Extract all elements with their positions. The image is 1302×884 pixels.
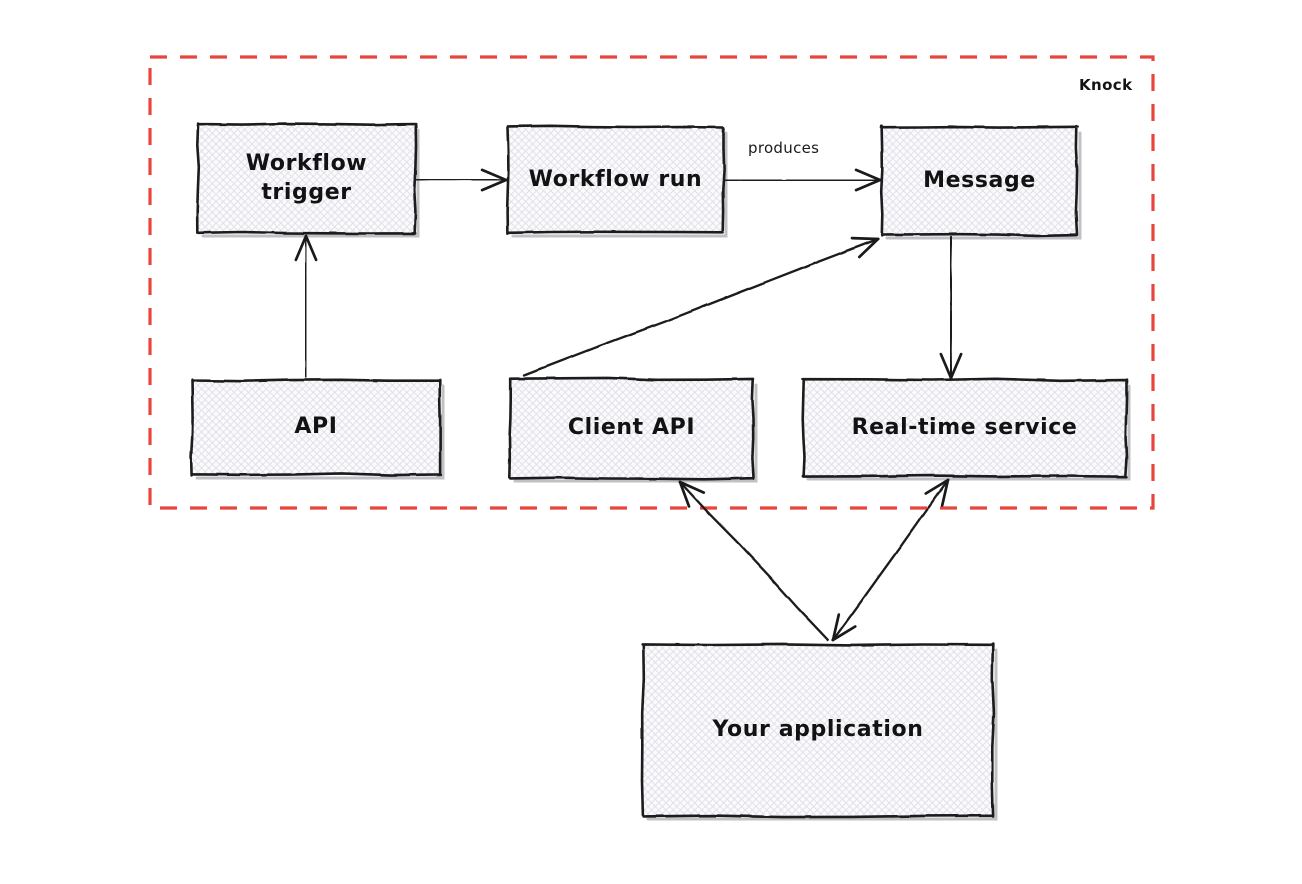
node-shapes xyxy=(191,124,1129,820)
